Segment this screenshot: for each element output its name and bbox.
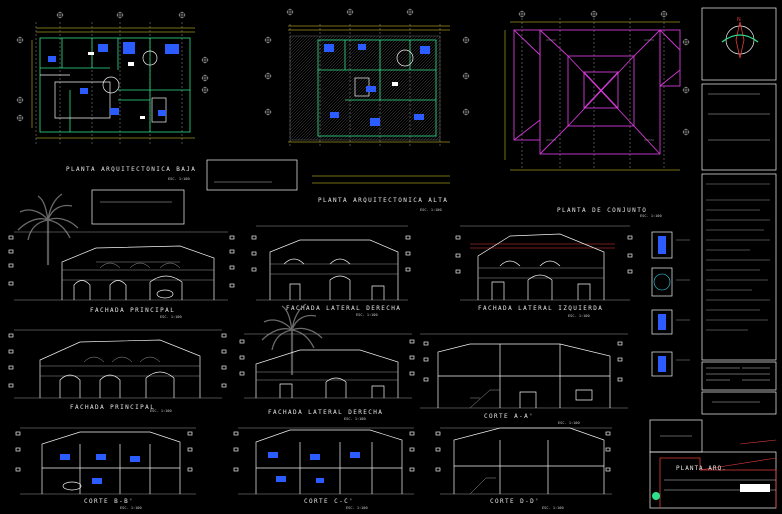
fachada-principal-1-title: FACHADA PRINCIPAL	[90, 307, 175, 314]
planta-alta[interactable]: PLANTA ARQUITECTONICA ALTA ESC. 1:100	[264, 8, 470, 213]
corte-aa-title: CORTE A-A'	[484, 413, 534, 420]
corte-dd-scale: ESC. 1:100	[542, 506, 564, 510]
fachada-principal-2[interactable]: FACHADA PRINCIPAL ESC. 1:100	[8, 329, 227, 413]
fachada-lateral-derecha-2[interactable]: FACHADA LATERAL DERECHA ESC. 1:100	[239, 302, 415, 421]
planta-baja-title: PLANTA ARQUITECTONICA BAJA	[66, 166, 196, 173]
planta-baja-scale: ESC. 1:100	[168, 177, 190, 181]
planta-conjunto-title: PLANTA DE CONJUNTO	[557, 207, 647, 214]
planta-alta-scale: ESC. 1:100	[420, 208, 442, 212]
fachada-principal-2-scale: ESC. 1:100	[150, 409, 172, 413]
corte-aa[interactable]: CORTE A-A' ESC. 1:100	[420, 333, 628, 425]
fachada-lateral-izquierda-scale: ESC. 1:100	[568, 314, 590, 318]
fachada-lateral-derecha-1[interactable]: FACHADA LATERAL DERECHA ESC. 1:100	[251, 225, 411, 317]
corte-bb-title: CORTE B-B'	[84, 498, 134, 505]
corte-aa-scale: ESC. 1:100	[558, 421, 580, 425]
corte-cc[interactable]: CORTE C-C' ESC. 1:100	[233, 427, 415, 510]
note-box-2	[91, 189, 185, 225]
corte-cc-title: CORTE C-C'	[304, 498, 354, 505]
fachada-lateral-derecha-2-scale: ESC. 1:100	[344, 417, 366, 421]
fachada-principal-1[interactable]: FACHADA PRINCIPAL ESC. 1:100	[8, 192, 235, 319]
fachada-lateral-derecha-1-scale: ESC. 1:100	[356, 313, 378, 317]
fachada-lateral-derecha-1-title: FACHADA LATERAL DERECHA	[286, 305, 401, 312]
corte-dd[interactable]: CORTE D-D' ESC. 1:100	[435, 427, 612, 510]
title-block[interactable]: N PLANTA ARQ.	[649, 7, 777, 509]
fachada-lateral-derecha-2-title: FACHADA LATERAL DERECHA	[268, 409, 383, 416]
planta-conjunto[interactable]: PLANTA DE CONJUNTO ESC. 1:100	[504, 10, 690, 219]
corte-bb-scale: ESC. 1:100	[120, 506, 142, 510]
detail-column[interactable]	[651, 231, 690, 377]
fachada-lateral-izquierda-title: FACHADA LATERAL IZQUIERDA	[478, 305, 603, 312]
stamp-label: PLANTA ARQ.	[676, 465, 727, 472]
corte-bb[interactable]: CORTE B-B' ESC. 1:100	[15, 427, 196, 510]
fachada-principal-2-title: FACHADA PRINCIPAL	[70, 404, 155, 411]
planta-alta-title: PLANTA ARQUITECTONICA ALTA	[318, 197, 448, 204]
fachada-lateral-izquierda[interactable]: FACHADA LATERAL IZQUIERDA ESC. 1:100	[455, 225, 633, 318]
north-arrow-label: N	[737, 17, 741, 23]
corte-dd-title: CORTE D-D'	[490, 498, 540, 505]
planta-baja[interactable]: PLANTA ARQUITECTONICA BAJA ESC. 1:100	[16, 11, 209, 182]
note-box-1	[206, 159, 298, 191]
planta-conjunto-scale: ESC. 1:100	[640, 214, 662, 218]
fachada-principal-1-scale: ESC. 1:100	[160, 315, 182, 319]
corte-cc-scale: ESC. 1:100	[346, 506, 368, 510]
